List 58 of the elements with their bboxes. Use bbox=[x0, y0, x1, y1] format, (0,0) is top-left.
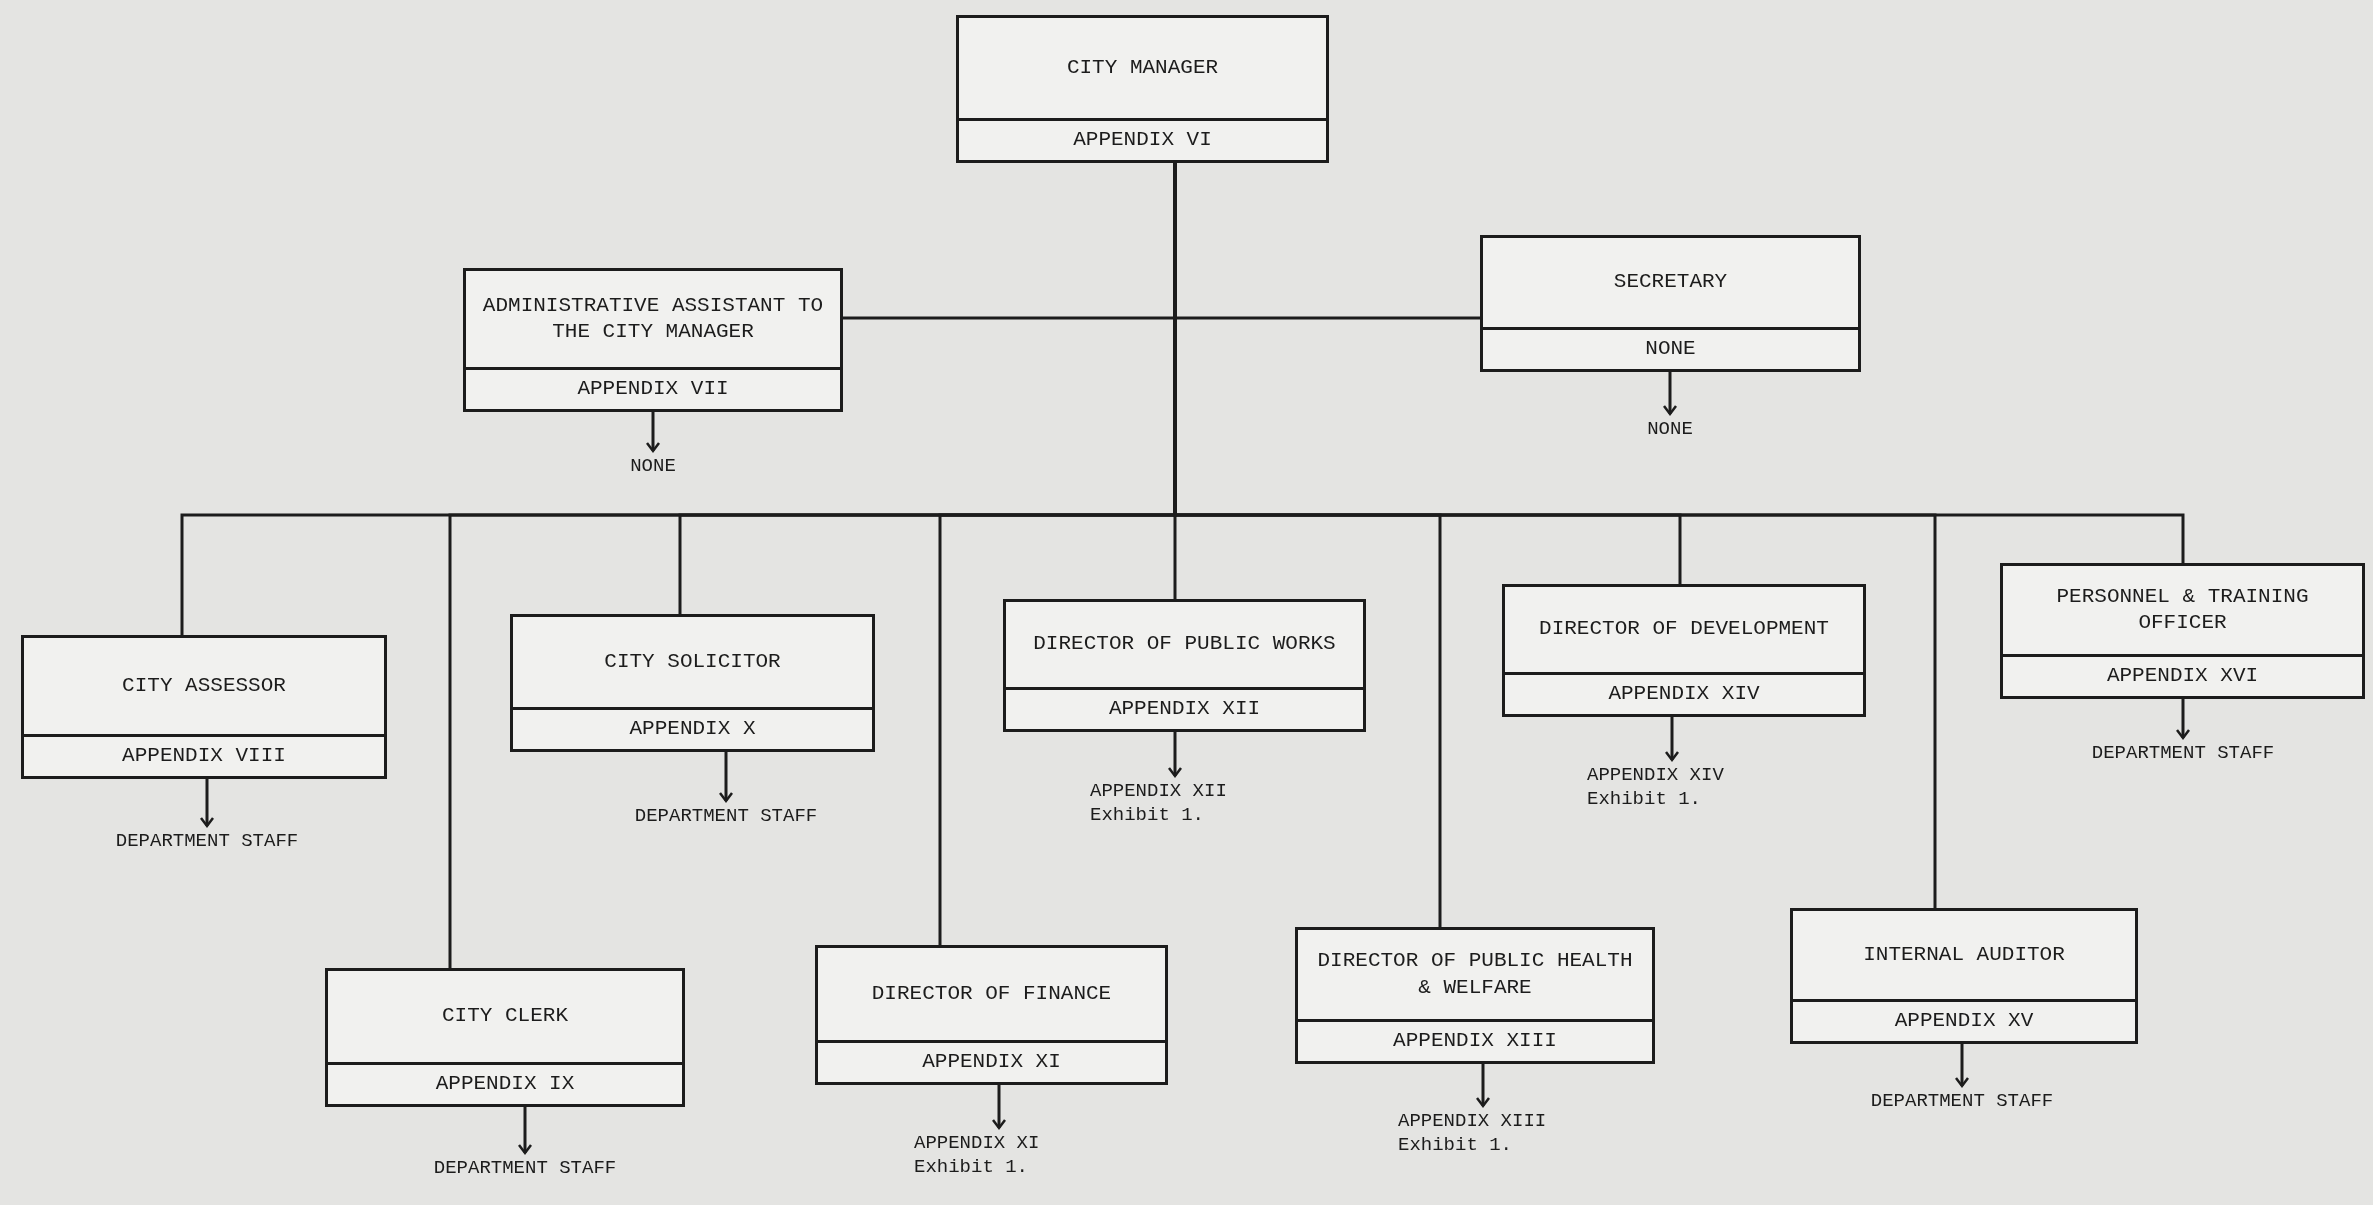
position-box bbox=[1502, 584, 1866, 717]
appendix-reference: APPENDIX VII bbox=[577, 376, 729, 403]
staff-note: NONE bbox=[1647, 418, 1693, 442]
position-title: INTERNAL AUDITOR bbox=[1863, 941, 2065, 968]
arrow bbox=[1475, 1064, 1491, 1108]
arrow bbox=[199, 779, 215, 828]
appendix-reference: APPENDIX IX bbox=[435, 1071, 575, 1098]
staff-note: DEPARTMENT STAFF bbox=[433, 1157, 617, 1181]
position-title: CITY ASSESSOR bbox=[122, 672, 286, 699]
appendix-reference: APPENDIX XIV bbox=[1608, 681, 1760, 708]
appendix-reference: APPENDIX XI bbox=[922, 1049, 1061, 1076]
position-box bbox=[1480, 235, 1861, 372]
position-title: CITY CLERK bbox=[442, 1003, 568, 1030]
appendix-reference: APPENDIX XVI bbox=[2106, 663, 2259, 690]
arrow bbox=[1664, 717, 1680, 762]
position-box bbox=[463, 268, 843, 412]
appendix-reference: APPENDIX XV bbox=[1894, 1008, 2034, 1035]
position-title: ADMINISTRATIVE ASSISTANT TO THE CITY MANAGER bbox=[481, 292, 825, 345]
position-title: PERSONNEL & TRAINING OFFICER bbox=[2055, 583, 2310, 636]
position-box bbox=[956, 15, 1329, 163]
position-title: SECRETARY bbox=[1613, 269, 1728, 296]
staff-note: DEPARTMENT STAFF bbox=[634, 805, 818, 829]
arrow bbox=[1954, 1044, 1970, 1088]
position-title: DIRECTOR OF DEVELOPMENT bbox=[1539, 616, 1829, 643]
arrow bbox=[517, 1107, 533, 1155]
position-title: DIRECTOR OF PUBLIC HEALTH & WELFARE bbox=[1316, 948, 1634, 1001]
arrow bbox=[718, 752, 734, 803]
position-box bbox=[2000, 563, 2365, 699]
position-box bbox=[815, 945, 1168, 1085]
staff-note: APPENDIX XIII Exhibit 1. bbox=[1398, 1110, 1548, 1158]
staff-note: APPENDIX XII Exhibit 1. bbox=[1090, 780, 1228, 828]
staff-note: APPENDIX XI Exhibit 1. bbox=[914, 1132, 1041, 1180]
position-box bbox=[21, 635, 387, 779]
position-title: CITY MANAGER bbox=[1066, 54, 1219, 81]
arrow bbox=[2175, 699, 2191, 740]
position-box bbox=[1790, 908, 2138, 1044]
appendix-reference: APPENDIX XIII bbox=[1393, 1028, 1557, 1055]
arrow bbox=[991, 1085, 1007, 1130]
appendix-reference: APPENDIX X bbox=[629, 716, 756, 743]
appendix-reference: APPENDIX VIII bbox=[122, 743, 286, 770]
position-box bbox=[325, 968, 685, 1107]
position-title: DIRECTOR OF FINANCE bbox=[871, 980, 1112, 1007]
staff-note: DEPARTMENT STAFF bbox=[2091, 742, 2275, 766]
staff-note: DEPARTMENT STAFF bbox=[115, 830, 299, 854]
appendix-reference: NONE bbox=[1645, 336, 1696, 363]
appendix-reference: APPENDIX VI bbox=[1073, 127, 1212, 154]
staff-note: APPENDIX XIV Exhibit 1. bbox=[1587, 764, 1725, 812]
position-box bbox=[510, 614, 875, 752]
arrow bbox=[1662, 372, 1678, 416]
staff-note: DEPARTMENT STAFF bbox=[1870, 1090, 2054, 1114]
position-title: DIRECTOR OF PUBLIC WORKS bbox=[1033, 631, 1336, 658]
appendix-reference: APPENDIX XII bbox=[1108, 696, 1261, 723]
staff-note: NONE bbox=[630, 455, 676, 479]
position-title: CITY SOLICITOR bbox=[604, 648, 781, 675]
position-box bbox=[1295, 927, 1655, 1064]
position-box bbox=[1003, 599, 1366, 732]
arrow bbox=[1167, 732, 1183, 778]
arrow bbox=[645, 412, 661, 453]
